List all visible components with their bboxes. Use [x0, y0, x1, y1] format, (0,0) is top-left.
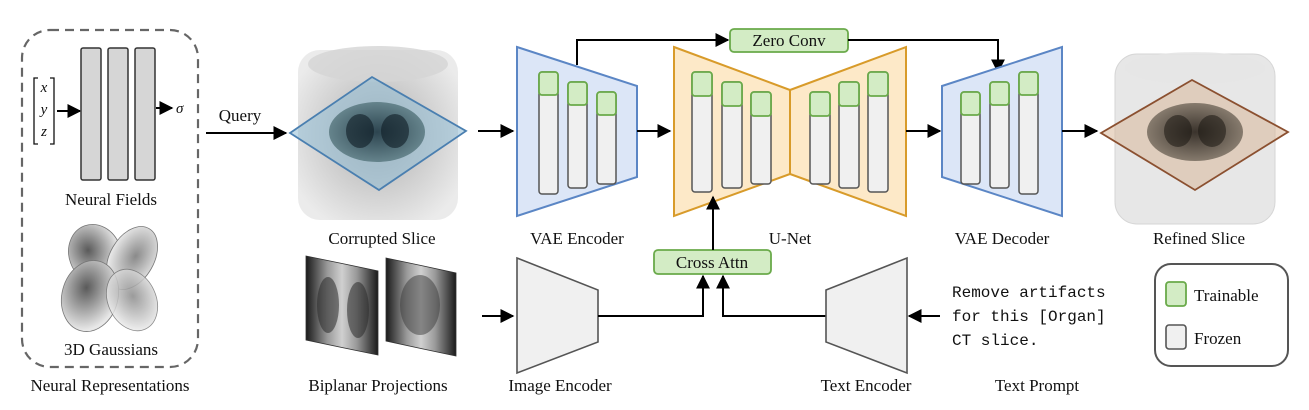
- decoder-layer-trainable: [1018, 71, 1039, 96]
- vae-decoder-block: [941, 45, 1063, 218]
- mlp-layer: [107, 47, 129, 181]
- decoder-layer-trainable: [960, 91, 981, 116]
- refined-slice-label: Refined Slice: [1153, 229, 1245, 248]
- prompt-line: for this [Organ]: [952, 308, 1106, 326]
- mlp-layer: [134, 47, 156, 181]
- legend-trainable-label: Trainable: [1194, 286, 1259, 305]
- decoder-layer-trainable: [989, 81, 1010, 106]
- vae-encoder-block: [516, 45, 638, 218]
- vae-encoder-label: VAE Encoder: [530, 229, 624, 248]
- gaussians-illustration: [60, 224, 159, 332]
- prompt-line: Remove artifacts: [952, 284, 1106, 302]
- lung-cross-section: [329, 102, 425, 162]
- refined-cross-section: [1147, 103, 1243, 161]
- text-prompt-label: Text Prompt: [995, 376, 1080, 395]
- input-x: x: [40, 80, 48, 96]
- text-encoder-label: Text Encoder: [821, 376, 912, 395]
- unet-layer-trainable: [721, 81, 743, 107]
- mlp-layer: [80, 47, 102, 181]
- refined-lung-right: [1198, 115, 1226, 147]
- neural-fields-label: Neural Fields: [65, 190, 157, 209]
- input-z: z: [40, 124, 47, 140]
- volume-top: [308, 46, 448, 82]
- xray-frontal-lung-right: [347, 282, 369, 338]
- image-encoder-label: Image Encoder: [508, 376, 612, 395]
- unet-label: U-Net: [769, 229, 812, 248]
- encoder-layer-trainable: [596, 91, 617, 116]
- unet-block: [673, 45, 907, 218]
- image-encoder-trapezoid: [516, 256, 599, 375]
- lung-right: [381, 114, 409, 148]
- legend-frozen-swatch: [1165, 324, 1187, 350]
- unet-layer-trainable: [867, 71, 889, 97]
- unet-layer-trainable: [750, 91, 772, 117]
- skip-connection-out: [848, 39, 1005, 74]
- biplanar-projections-illustration: [305, 255, 457, 357]
- arrow-image-encoder-to-cross-attn: [598, 274, 710, 317]
- unet-layer-trainable: [691, 71, 713, 97]
- vector-bracket-left: [33, 77, 38, 145]
- xray-lateral-lung: [400, 275, 440, 335]
- unet-layer-trainable: [838, 81, 860, 107]
- legend-trainable-swatch: [1165, 281, 1187, 307]
- refined-lung-left: [1164, 115, 1192, 147]
- vector-bracket-right: [50, 77, 55, 145]
- lung-left: [346, 114, 374, 148]
- arrow-text-encoder-to-cross-attn: [716, 274, 826, 317]
- legend: Trainable Frozen: [1154, 263, 1289, 367]
- corrupted-slice-illustration: [288, 46, 468, 220]
- encoder-layer-trainable: [567, 81, 588, 106]
- legend-frozen-label: Frozen: [1194, 329, 1242, 348]
- legend-box: [1154, 263, 1289, 367]
- refined-slice-illustration: [1099, 52, 1290, 225]
- neural-representations-group: x y z σ Neural Fields 3D Gaussians: [20, 28, 200, 369]
- zero-conv-label: Zero Conv: [752, 31, 826, 50]
- vae-decoder-label: VAE Decoder: [955, 229, 1050, 248]
- query-label: Query: [219, 106, 262, 125]
- output-sigma: σ: [176, 101, 184, 117]
- unet-layer-trainable: [809, 91, 831, 117]
- input-y: y: [39, 102, 48, 118]
- gaussians-label: 3D Gaussians: [64, 340, 158, 359]
- corrupted-slice-label: Corrupted Slice: [328, 229, 435, 248]
- xray-frontal-lung-left: [317, 277, 339, 333]
- encoder-layer-trainable: [538, 71, 559, 96]
- neural-representations-label: Neural Representations: [30, 376, 189, 395]
- gaussian-blob: [105, 268, 159, 332]
- refined-volume-top: [1125, 52, 1265, 84]
- prompt-line: CT slice.: [952, 332, 1038, 350]
- text-encoder-trapezoid: [825, 256, 908, 375]
- skip-connection-line: [576, 33, 730, 65]
- neural-representations-box: [20, 28, 200, 369]
- biplanar-projections-label: Biplanar Projections: [308, 376, 447, 395]
- cross-attn-label: Cross Attn: [676, 253, 749, 272]
